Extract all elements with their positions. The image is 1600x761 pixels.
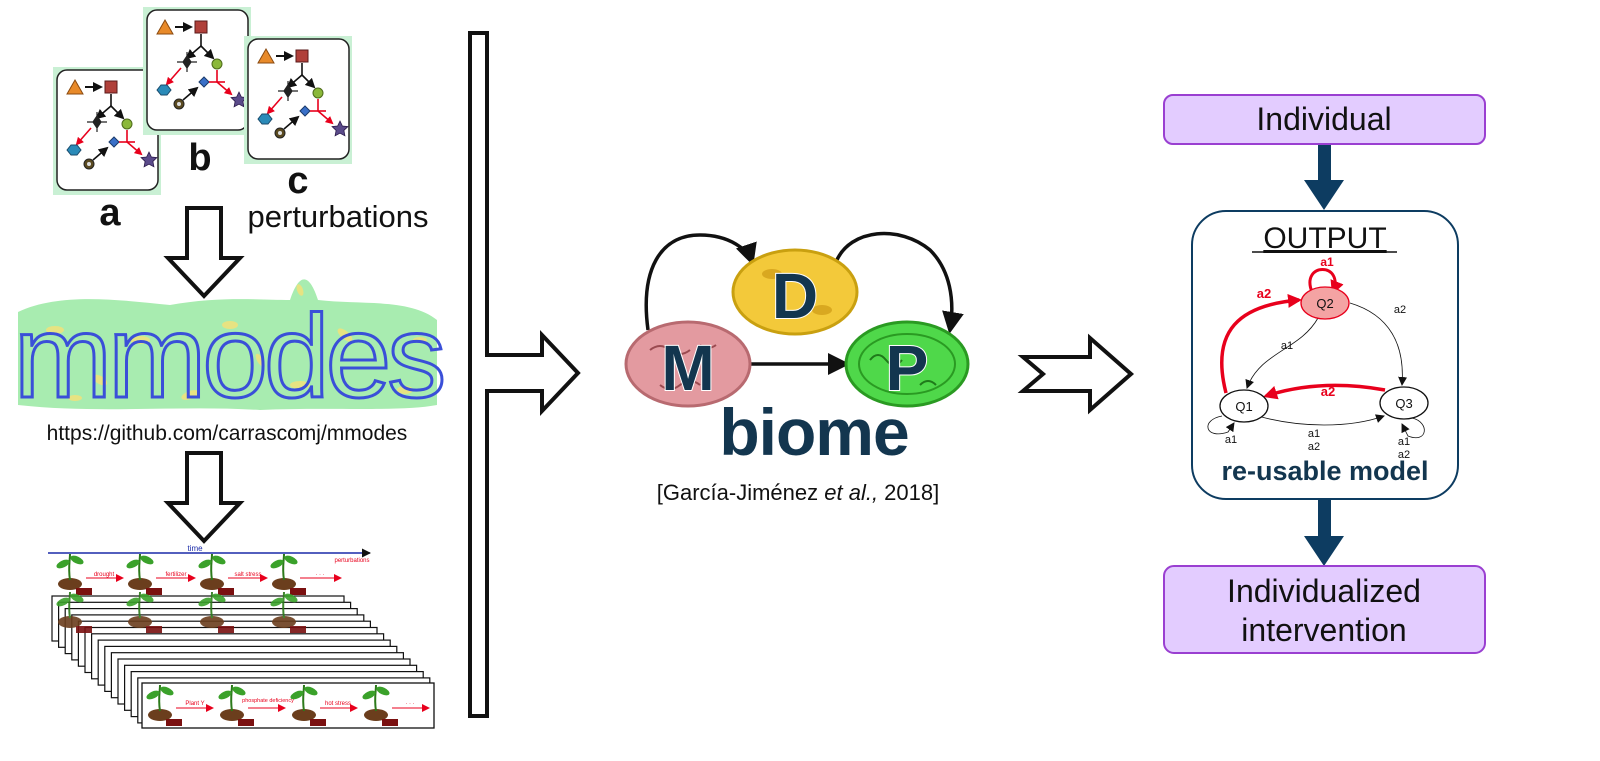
right-arrow-icon <box>1017 333 1135 415</box>
network-panels: a b c perturbations <box>53 7 428 234</box>
timeline-event: · · · <box>405 701 414 707</box>
m-letter: M <box>661 332 714 404</box>
perturbations-label: perturbations <box>248 199 429 234</box>
individual-box: Individual <box>1163 94 1486 145</box>
timeline-front-card: Plant Y phosphate deficiency hot stress … <box>141 682 435 729</box>
edge-label: a1 <box>1308 428 1320 440</box>
timeline-perturbations-label: perturbations <box>334 558 369 564</box>
state-label: Q1 <box>1235 399 1252 414</box>
down-arrow-icon <box>163 451 245 544</box>
edge-q2-self <box>1308 268 1344 295</box>
edge-label: a2 <box>1308 441 1320 453</box>
state-q3: Q3 <box>1379 386 1429 420</box>
output-title: OUTPUT <box>1263 222 1386 255</box>
biome-word: biome <box>719 395 908 469</box>
timeline-event: · · · <box>315 572 324 578</box>
timeline-event: fertilizer <box>165 572 186 578</box>
panel-c <box>244 36 352 164</box>
down-arrow-icon <box>1304 500 1344 566</box>
edge-q1-q2 <box>1220 293 1302 394</box>
timeline-top-row: drought fertilizer salt stress · · · <box>54 552 342 596</box>
p-letter: P <box>886 332 929 404</box>
down-arrow-icon <box>163 206 245 299</box>
timeline-event: salt stress <box>234 572 261 578</box>
output-box: OUTPUT a1 a2 a2 a1 a2 a1 a2 a1 a1 a2 <box>1191 210 1459 500</box>
down-arrow-icon <box>1304 145 1344 210</box>
d-cell: D <box>731 248 859 336</box>
edge-q2-q1 <box>1245 317 1319 389</box>
timeline-figure: time perturbations drought fertilizer sa… <box>48 544 435 729</box>
panel-c-label: c <box>287 160 308 202</box>
state-label: Q2 <box>1316 296 1333 311</box>
intervention-label-line1: Individualized <box>1227 573 1421 609</box>
timeline-event: phosphate deficiency <box>242 698 294 704</box>
edge-label: a2 <box>1398 449 1410 461</box>
edge-q1-self <box>1207 415 1235 435</box>
individual-label: Individual <box>1256 101 1391 137</box>
edge-label: a1 <box>1398 436 1410 448</box>
timeline-event: Plant Y <box>185 701 204 707</box>
citation: [García-Jiménez et al., 2018] <box>657 480 939 505</box>
panel-b-label: b <box>188 137 211 179</box>
edge-label: a2 <box>1394 304 1406 316</box>
edge-q3-self <box>1401 417 1425 439</box>
state-q1: Q1 <box>1219 389 1269 423</box>
intervention-label-line2: intervention <box>1241 612 1406 648</box>
state-q2: Q2 <box>1300 286 1350 320</box>
mmodes-logo-text: mmodes <box>14 291 442 423</box>
state-machine: a1 a2 a2 a1 a2 a1 a2 a1 a1 a2 Q2 <box>1207 255 1429 461</box>
edge-label: a1 <box>1225 434 1237 446</box>
biome-logo: M D P biome <box>624 231 970 469</box>
panel-b <box>143 7 251 135</box>
edge-label: a1 <box>1281 340 1293 352</box>
edge-q3-q1 <box>1263 383 1386 400</box>
reusable-model-label: re-usable model <box>1221 456 1428 486</box>
edge-q1-q3 <box>1257 414 1385 426</box>
timeline-time-label: time <box>187 544 203 553</box>
p-cell: P <box>844 320 970 408</box>
edge-q2-q3 <box>1349 302 1408 386</box>
d-letter: D <box>772 260 818 332</box>
merge-bracket-arrow-icon <box>468 31 581 718</box>
panel-a-label: a <box>99 192 121 234</box>
edge-label: a2 <box>1321 384 1335 399</box>
timeline-event: drought <box>94 572 115 578</box>
edge-label: a2 <box>1257 286 1271 301</box>
mmodes-url[interactable]: https://github.com/carrascomj/mmodes <box>47 422 408 445</box>
timeline-event: hot stress <box>325 701 351 707</box>
mmodes-logo: mmodes <box>12 279 448 425</box>
edge-label: a1 <box>1320 255 1334 269</box>
m-cell: M <box>624 320 752 408</box>
intervention-box: Individualized intervention <box>1163 565 1486 654</box>
state-label: Q3 <box>1395 396 1412 411</box>
